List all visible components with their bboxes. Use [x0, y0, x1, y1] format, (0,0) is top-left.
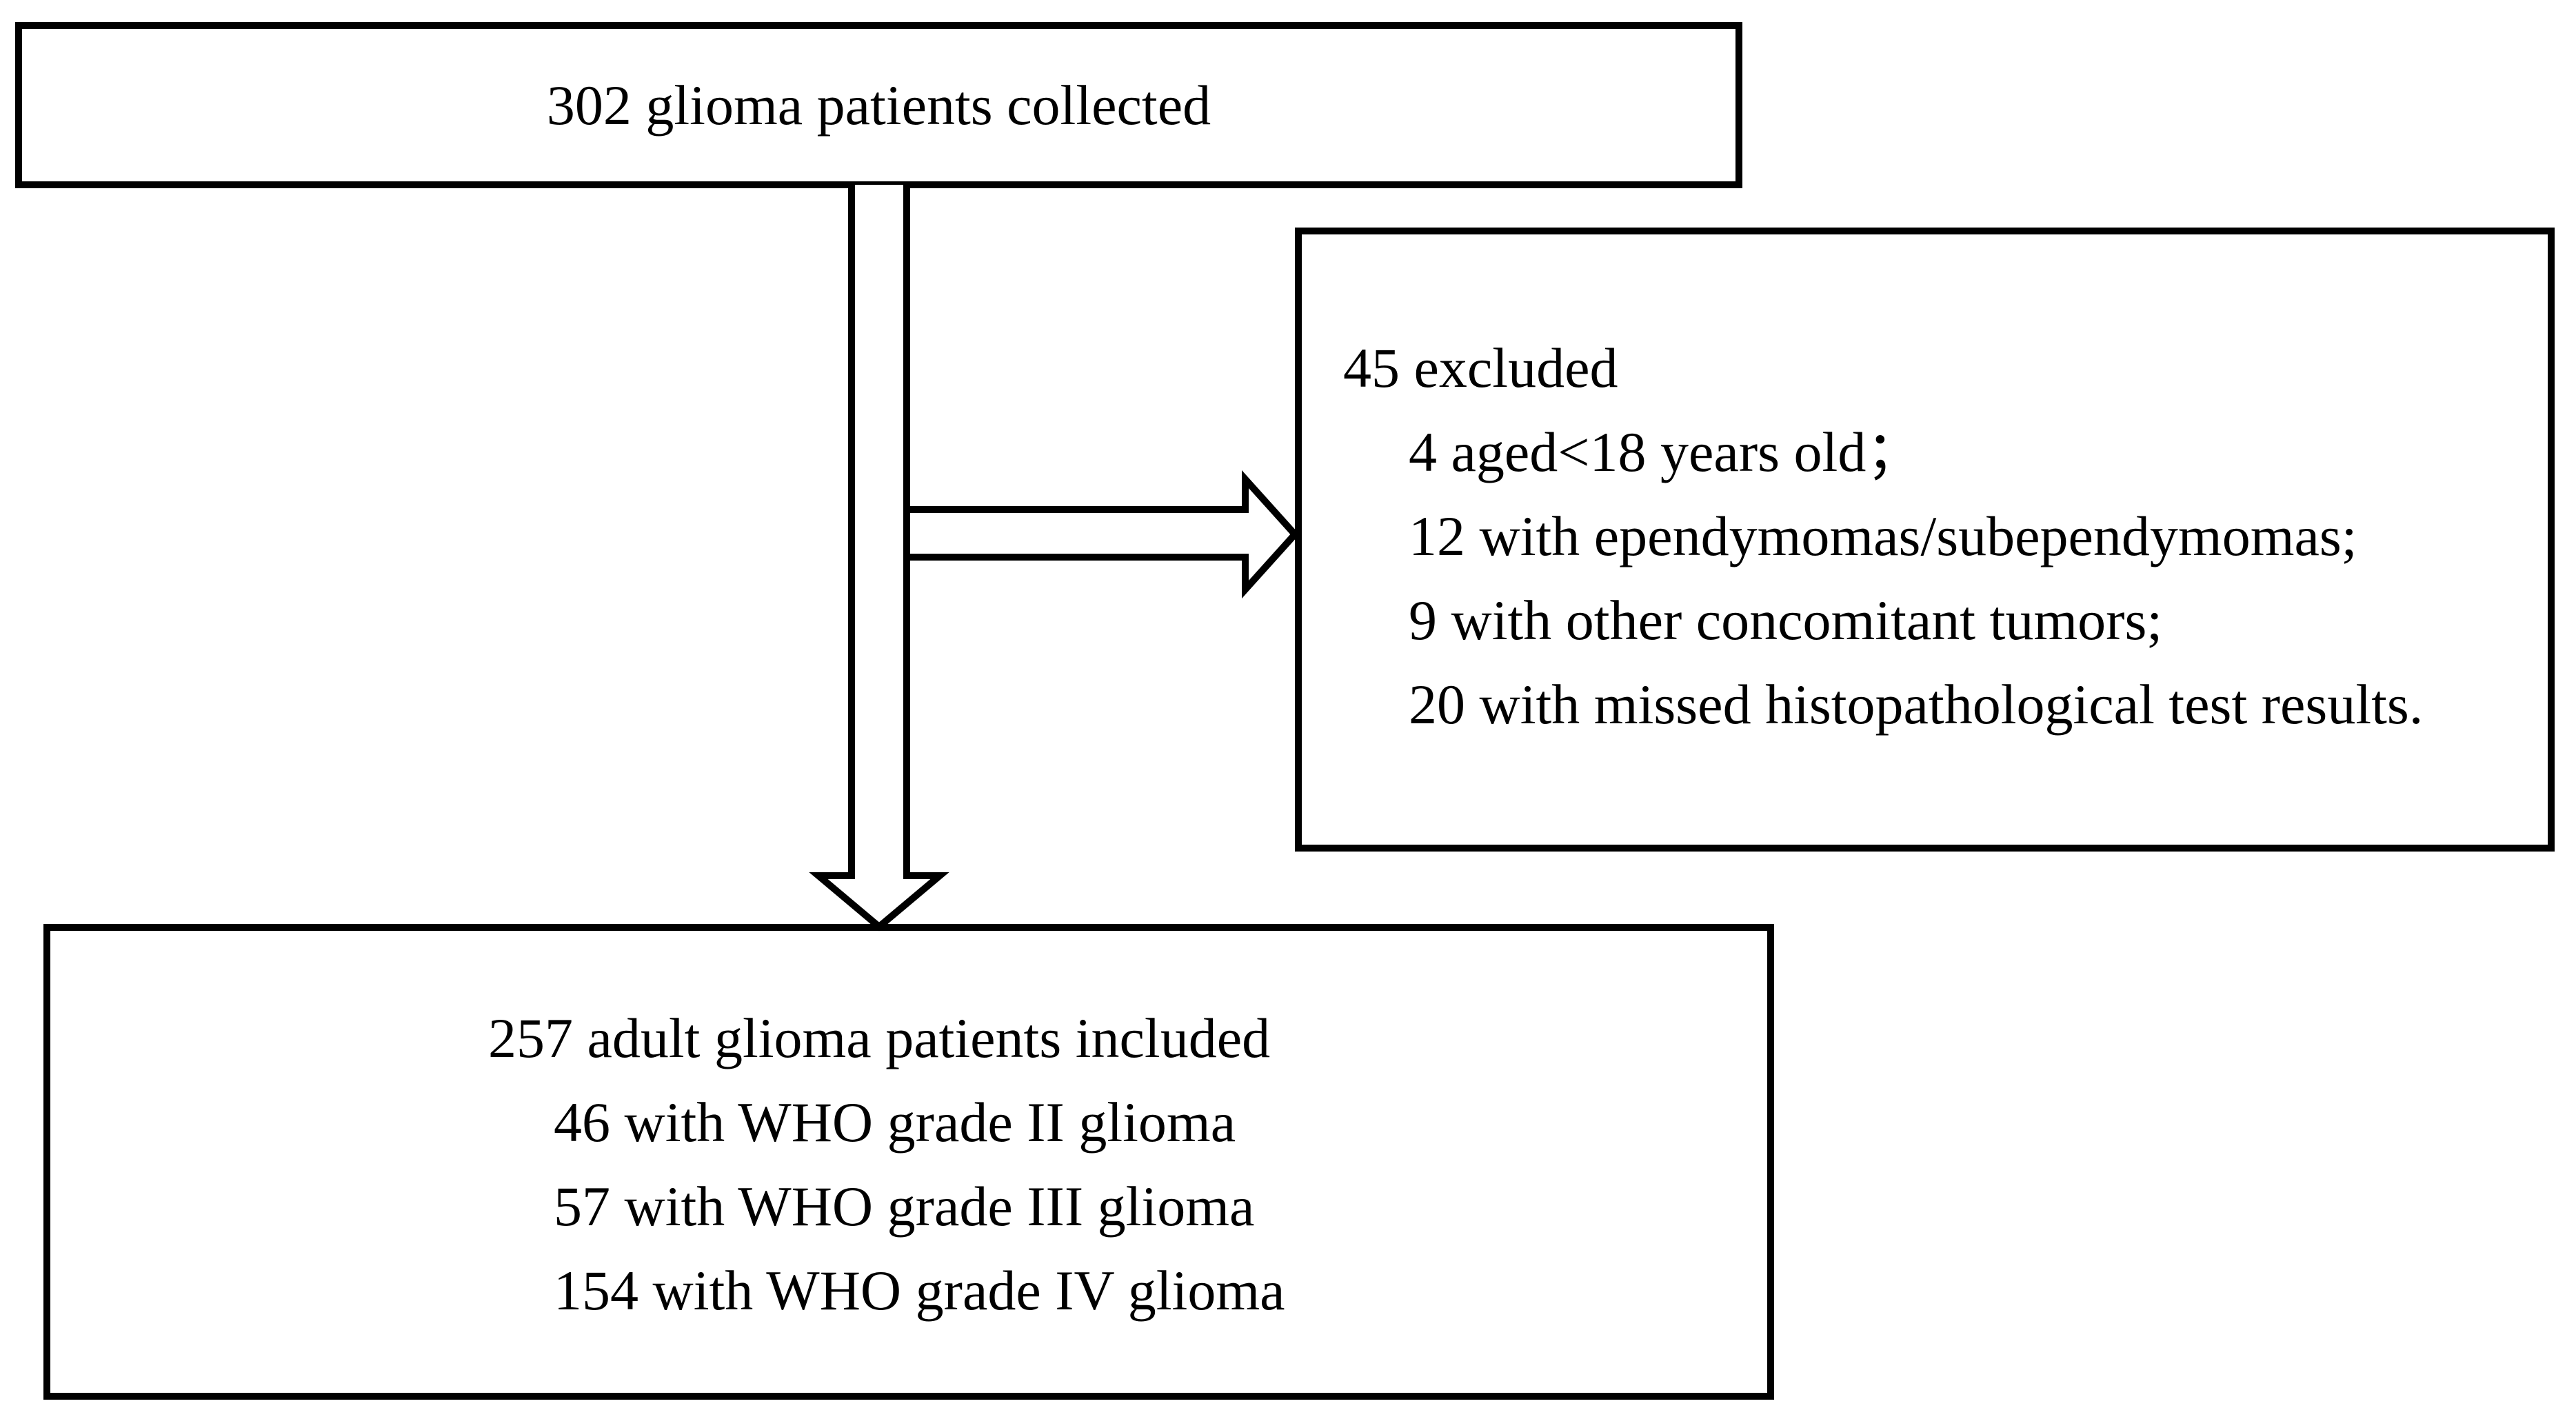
- excluded-box-title: 45 excluded: [1343, 336, 1618, 399]
- right-arrow: [905, 470, 1300, 599]
- included-item: 46 with WHO grade II glioma: [554, 1091, 1236, 1154]
- collected-box-text: 302 glioma patients collected: [546, 73, 1211, 137]
- excluded-box: 45 excluded 4 aged<18 years old； 12 with…: [1295, 228, 2555, 852]
- excluded-item: 20 with missed histopathological test re…: [1409, 673, 2424, 736]
- excluded-item: 9 with other concomitant tumors;: [1409, 589, 2163, 652]
- excluded-item: 4 aged<18 years old；: [1409, 421, 1923, 483]
- collected-box: 302 glioma patients collected: [15, 22, 1742, 188]
- included-item: 57 with WHO grade III glioma: [554, 1175, 1255, 1238]
- included-item: 154 with WHO grade IV glioma: [554, 1259, 1285, 1322]
- included-box: 257 adult glioma patients included 46 wi…: [43, 924, 1774, 1400]
- down-arrow: [809, 185, 949, 932]
- included-box-title: 257 adult glioma patients included: [488, 1007, 1271, 1069]
- excluded-item: 12 with ependymomas/subependymomas;: [1409, 505, 2357, 567]
